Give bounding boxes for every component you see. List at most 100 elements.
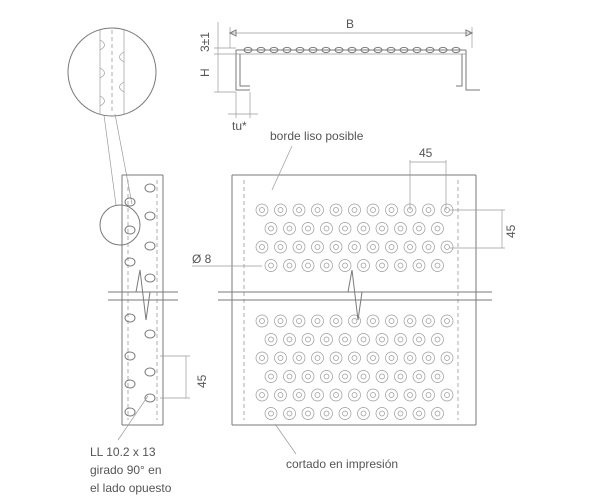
perforation-hole-inner (342, 262, 348, 269)
side-hole (124, 351, 136, 361)
perforation-hole (422, 388, 435, 402)
perforation-hole-inner (314, 207, 321, 213)
perforation-hole (431, 222, 444, 235)
perforation-hole-inner (333, 207, 339, 213)
perforation-hole-inner (360, 225, 367, 232)
perforation-hole-inner (416, 262, 422, 269)
width-label: B (346, 17, 354, 31)
perforation-hole-inner (277, 318, 284, 324)
cut-label: cortado en impresión (286, 457, 398, 471)
perforation-hole-inner (416, 336, 422, 343)
perforation-hole-inner (277, 392, 284, 398)
perforation-hole (255, 314, 269, 328)
perforation-hole-inner (434, 225, 441, 232)
perforation-hole (338, 333, 352, 346)
perforation-hole-inner (296, 355, 302, 361)
profile-view: B 3±1 H tu* (198, 17, 480, 133)
perforation-hole (274, 388, 287, 402)
perforation-hole-inner (388, 207, 395, 213)
perforation-hole-inner (305, 262, 311, 269)
perforation-hole (366, 240, 380, 254)
perforation-hole-inner (370, 244, 376, 250)
perforation-hole-inner (416, 410, 422, 417)
perforation-hole (366, 203, 380, 217)
perforation-hole (403, 351, 417, 365)
perforation-hole (422, 351, 435, 365)
perforation-hole-inner (444, 207, 450, 213)
perforation-hole (385, 203, 398, 217)
perforation-hole (366, 351, 380, 365)
perforation-hole-inner (425, 244, 432, 250)
perforation-hole (357, 333, 370, 346)
perforation-hole-inner (434, 262, 441, 269)
perforation-hole (274, 240, 287, 254)
profile-bump (308, 46, 318, 54)
perforation-hole-inner (397, 373, 404, 380)
perforation-hole (375, 407, 389, 420)
detail-view (67, 27, 157, 206)
perforation-hole (422, 314, 435, 328)
perforation-hole-inner (259, 207, 265, 213)
flange-label: 3±1 (198, 32, 212, 52)
perforation-hole (274, 203, 287, 217)
perforation-hole (422, 203, 435, 217)
perforation-hole (338, 222, 352, 235)
profile-bump (256, 46, 266, 54)
side-hole (144, 183, 156, 193)
perforation-hole-inner (323, 225, 330, 232)
perforation-hole (385, 314, 398, 328)
perforation-hole (301, 259, 315, 272)
perforation-hole (357, 222, 370, 235)
perforation-hole (422, 240, 435, 254)
perforation-hole (329, 388, 343, 402)
perforation-hole-inner (323, 262, 330, 269)
perforation-hole (366, 388, 380, 402)
perforation-hole (320, 222, 333, 235)
perforation-hole-inner (277, 355, 284, 361)
perforation-hole (283, 222, 296, 235)
perforation-hole-inner (277, 244, 284, 250)
perforation-hole-inner (407, 355, 413, 361)
perforation-hole (375, 333, 389, 346)
perforation-hole-inner (351, 355, 358, 361)
perforation-hole-inner (425, 355, 432, 361)
perforation-hole (283, 370, 296, 383)
perforation-hole (412, 370, 426, 383)
perforation-hole-inner (434, 410, 441, 417)
perforation-hole (338, 259, 352, 272)
perforation-hole (301, 370, 315, 383)
perforation-hole (385, 388, 398, 402)
thickness-label: tu* (232, 119, 247, 133)
side-hole (144, 241, 156, 251)
perforation-hole-inner (268, 336, 274, 343)
perforation-hole-inner (277, 207, 284, 213)
perforation-hole (348, 203, 361, 217)
perforation-hole-inner (370, 355, 376, 361)
profile-bump (412, 46, 422, 54)
perforation-hole-inner (360, 336, 367, 343)
profile-bump (282, 46, 292, 54)
perforation-hole (311, 388, 324, 402)
perforation-hole (357, 259, 370, 272)
perforation-hole-inner (305, 373, 311, 380)
perforation-hole-inner (305, 336, 311, 343)
perforation-hole (357, 370, 370, 383)
perforation-hole-inner (444, 392, 450, 398)
perforation-hole (283, 333, 296, 346)
perforation-hole (255, 351, 269, 365)
perforation-hole-inner (351, 392, 358, 398)
profile-bump (334, 46, 344, 54)
perforation-hole (264, 370, 278, 383)
perforation-hole-inner (314, 318, 321, 324)
perforation-hole (394, 222, 407, 235)
perforation-hole (394, 370, 407, 383)
perforation-hole-inner (333, 318, 339, 324)
perforation-hole-inner (342, 410, 348, 417)
perforation-hole (301, 333, 315, 346)
perforation-hole-inner (351, 207, 358, 213)
perforation-hole-inner (407, 392, 413, 398)
perforation-hole-inner (296, 318, 302, 324)
perforation-hole (403, 240, 417, 254)
